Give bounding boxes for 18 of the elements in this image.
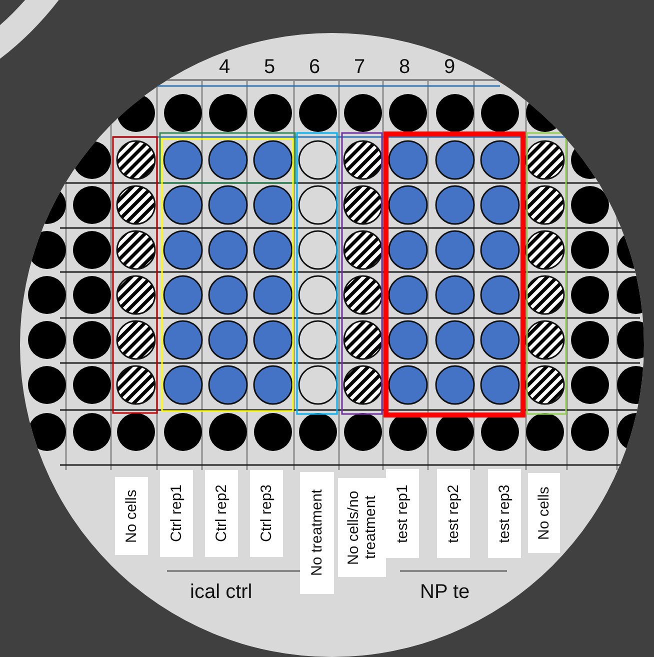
column-number: 6	[309, 56, 320, 78]
column-label: Ctrl rep3	[250, 470, 283, 557]
column-label: No cells	[528, 473, 560, 553]
column-label: No cells/no treatment	[338, 478, 386, 577]
column-label: No treatment	[300, 472, 334, 594]
column-number: 4	[219, 56, 230, 78]
group-label: ical ctrl	[190, 581, 252, 603]
column-label: test rep1	[386, 469, 419, 558]
column-number: 9	[444, 56, 456, 78]
column-label: test rep2	[437, 469, 470, 558]
column-label: Ctrl rep1	[160, 470, 193, 557]
column-number: 5	[264, 56, 276, 78]
group-label: NP te	[420, 581, 470, 603]
column-label: test rep3	[488, 469, 521, 558]
column-number: 8	[399, 56, 410, 78]
column-number: 7	[354, 56, 366, 78]
column-label: No cells	[115, 477, 148, 555]
column-label: Ctrl rep2	[205, 470, 238, 557]
